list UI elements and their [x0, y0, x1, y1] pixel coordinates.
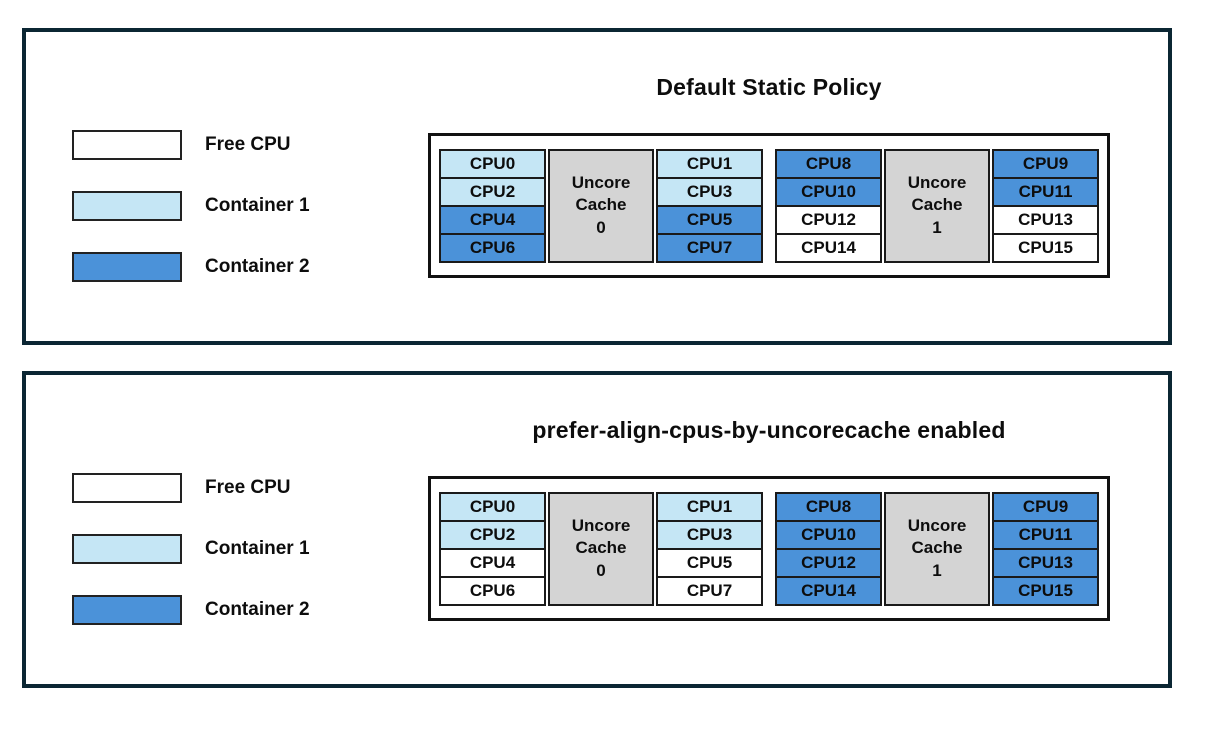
legend: Free CPU Container 1 Container 2: [72, 473, 310, 625]
cpu-column-right: CPU9 CPU11 CPU13 CPU15: [992, 491, 1099, 606]
cpu-cell: CPU2: [439, 176, 546, 207]
uncore-cache-name: Uncore Cache: [571, 173, 631, 215]
cpu-cell: CPU13: [992, 204, 1099, 235]
cpu-cell: CPU6: [439, 575, 546, 606]
legend-label-free-cpu: Free CPU: [205, 134, 291, 155]
cpu-cell: CPU8: [775, 491, 882, 522]
cpu-column-right: CPU1 CPU3 CPU5 CPU7: [656, 491, 763, 606]
panel-title: Default Static Policy: [656, 74, 882, 100]
cpu-cell: CPU14: [775, 232, 882, 263]
legend-label-container-1: Container 1: [205, 538, 310, 559]
container-1-swatch: [72, 534, 182, 564]
cpu-cell: CPU1: [656, 491, 763, 522]
cpu-cell: CPU0: [439, 491, 546, 522]
cpu-column-left: CPU8 CPU10 CPU12 CPU14: [775, 491, 882, 606]
uncore-cache-name: Uncore Cache: [571, 516, 631, 558]
uncore-cache-name: Uncore Cache: [907, 173, 967, 215]
cpu-cell: CPU10: [775, 519, 882, 550]
cpu-cell: CPU11: [992, 176, 1099, 207]
cpu-cell: CPU12: [775, 547, 882, 578]
cpu-column-left: CPU0 CPU2 CPU4 CPU6: [439, 491, 546, 606]
uncore-cache-1-block: CPU8 CPU10 CPU12 CPU14 Uncore Cache 1 CP…: [775, 148, 1099, 263]
uncore-cache-box: Uncore Cache 1: [884, 148, 990, 263]
uncore-cache-id: 1: [932, 560, 942, 580]
cpu-topology-diagram: CPU0 CPU2 CPU4 CPU6 Uncore Cache 0 CPU1 …: [428, 476, 1110, 621]
cpu-column-right: CPU1 CPU3 CPU5 CPU7: [656, 148, 763, 263]
cpu-cell: CPU15: [992, 232, 1099, 263]
default-static-policy-panel: Default Static Policy Free CPU Container…: [22, 28, 1172, 345]
container-2-swatch: [72, 252, 182, 282]
panel-title: prefer-align-cpus-by-uncorecache enabled: [532, 417, 1006, 443]
cpu-cell: CPU15: [992, 575, 1099, 606]
uncore-cache-1-block: CPU8 CPU10 CPU12 CPU14 Uncore Cache 1 CP…: [775, 491, 1099, 606]
cpu-column-left: CPU0 CPU2 CPU4 CPU6: [439, 148, 546, 263]
cpu-cell: CPU5: [656, 547, 763, 578]
cpu-cell: CPU1: [656, 148, 763, 179]
cpu-cell: CPU7: [656, 232, 763, 263]
cpu-cell: CPU5: [656, 204, 763, 235]
cpu-cell: CPU12: [775, 204, 882, 235]
legend: Free CPU Container 1 Container 2: [72, 130, 310, 282]
legend-label-free-cpu: Free CPU: [205, 477, 291, 498]
cpu-cell: CPU4: [439, 204, 546, 235]
legend-label-container-2: Container 2: [205, 599, 310, 620]
uncore-cache-0-block: CPU0 CPU2 CPU4 CPU6 Uncore Cache 0 CPU1 …: [439, 491, 763, 606]
legend-item-container-1: Container 1: [72, 191, 310, 221]
cpu-cell: CPU9: [992, 491, 1099, 522]
uncore-cache-0-block: CPU0 CPU2 CPU4 CPU6 Uncore Cache 0 CPU1 …: [439, 148, 763, 263]
uncore-cache-id: 0: [596, 217, 606, 237]
uncore-cache-box: Uncore Cache 0: [548, 491, 654, 606]
container-1-swatch: [72, 191, 182, 221]
cpu-column-left: CPU8 CPU10 CPU12 CPU14: [775, 148, 882, 263]
uncore-cache-box: Uncore Cache 0: [548, 148, 654, 263]
cpu-cell: CPU11: [992, 519, 1099, 550]
legend-item-container-2: Container 2: [72, 595, 310, 625]
cpu-cell: CPU9: [992, 148, 1099, 179]
legend-item-container-2: Container 2: [72, 252, 310, 282]
cpu-topology-diagram: CPU0 CPU2 CPU4 CPU6 Uncore Cache 0 CPU1 …: [428, 133, 1110, 278]
cpu-cell: CPU2: [439, 519, 546, 550]
cpu-cell: CPU3: [656, 519, 763, 550]
uncore-cache-id: 1: [932, 217, 942, 237]
uncore-cache-box: Uncore Cache 1: [884, 491, 990, 606]
uncore-cache-name: Uncore Cache: [907, 516, 967, 558]
free-cpu-swatch: [72, 473, 182, 503]
cpu-cell: CPU8: [775, 148, 882, 179]
cpu-cell: CPU7: [656, 575, 763, 606]
cpu-cell: CPU13: [992, 547, 1099, 578]
cpu-column-right: CPU9 CPU11 CPU13 CPU15: [992, 148, 1099, 263]
cpu-cell: CPU14: [775, 575, 882, 606]
cpu-cell: CPU10: [775, 176, 882, 207]
cpu-cell: CPU3: [656, 176, 763, 207]
container-2-swatch: [72, 595, 182, 625]
legend-item-free-cpu: Free CPU: [72, 473, 310, 503]
uncore-cache-id: 0: [596, 560, 606, 580]
cpu-cell: CPU0: [439, 148, 546, 179]
legend-label-container-2: Container 2: [205, 256, 310, 277]
prefer-align-cpus-panel: prefer-align-cpus-by-uncorecache enabled…: [22, 371, 1172, 688]
legend-item-container-1: Container 1: [72, 534, 310, 564]
cpu-cell: CPU4: [439, 547, 546, 578]
legend-label-container-1: Container 1: [205, 195, 310, 216]
free-cpu-swatch: [72, 130, 182, 160]
cpu-cell: CPU6: [439, 232, 546, 263]
legend-item-free-cpu: Free CPU: [72, 130, 310, 160]
